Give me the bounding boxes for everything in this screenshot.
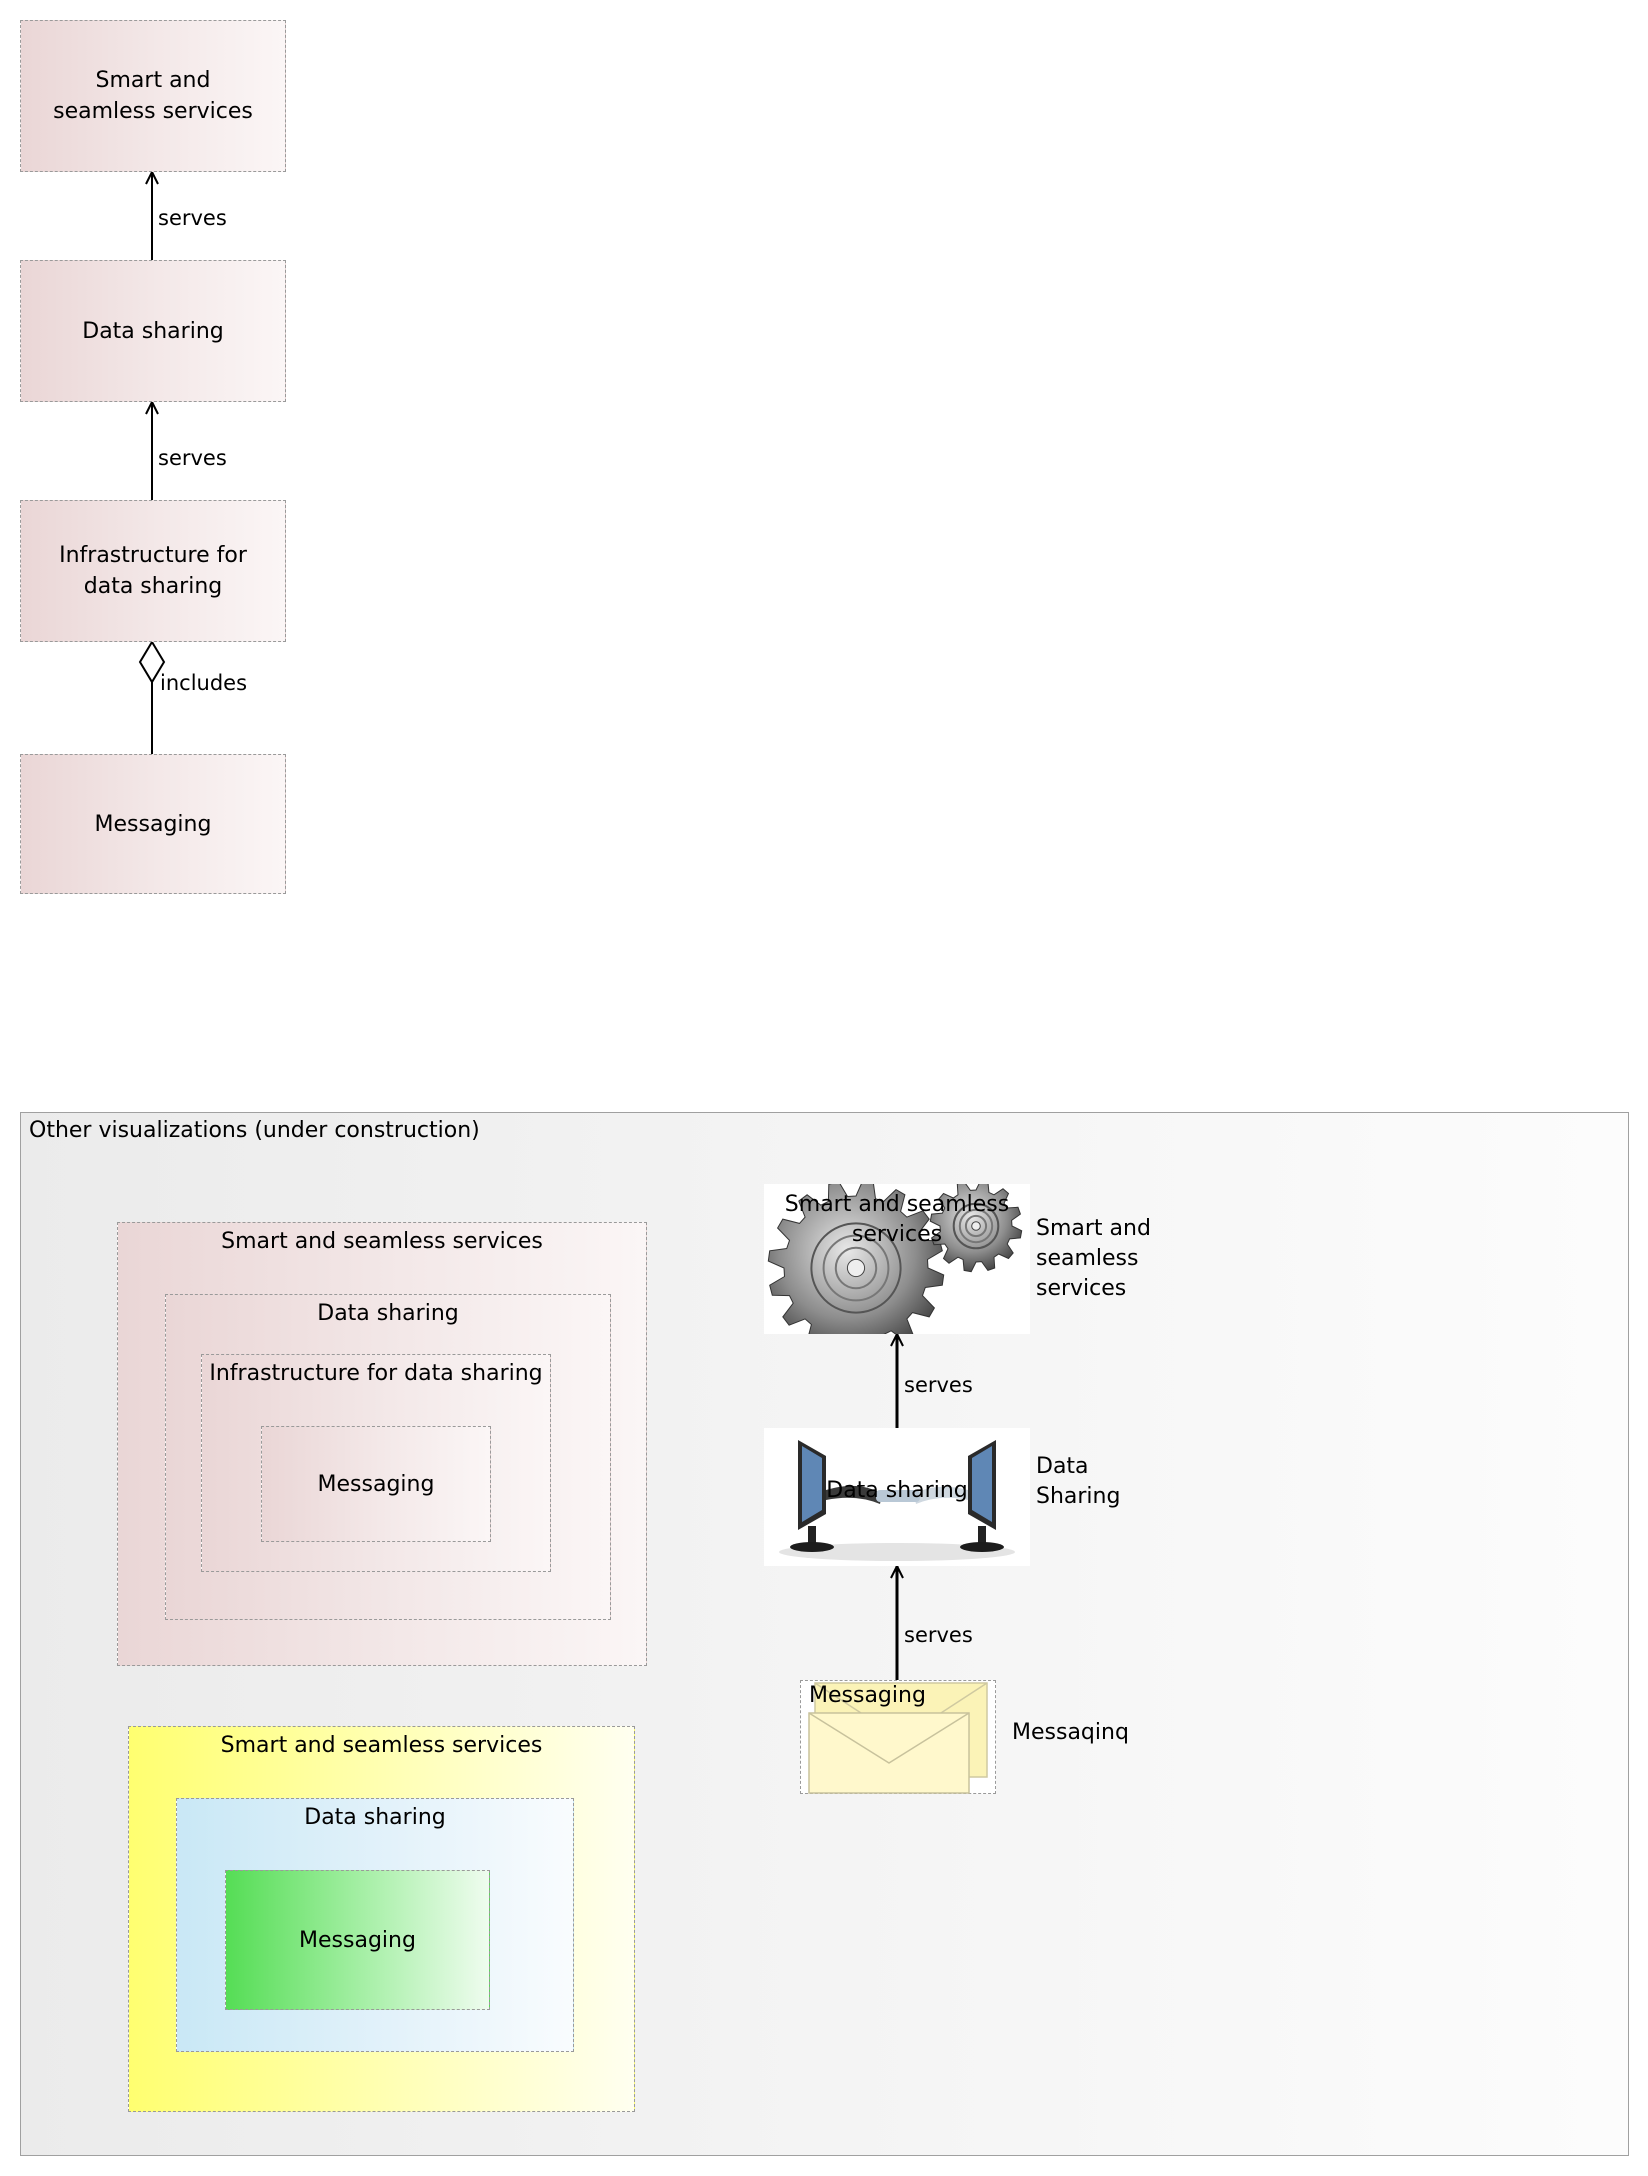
computers-side-label: Data Sharing xyxy=(1036,1454,1121,1509)
data-sharing-label: Data sharing xyxy=(82,318,224,344)
group-title: Other visualizations (under construction… xyxy=(29,1118,480,1143)
computers-icon xyxy=(779,1440,1015,1561)
gears-label: Smart and seamless services xyxy=(784,1192,1010,1247)
nested-messaging[interactable]: Messaging xyxy=(261,1426,491,1542)
colored-data-sharing-label: Data sharing xyxy=(304,1805,446,1830)
envelope-image-element[interactable]: Messaging xyxy=(800,1680,996,1794)
data-sharing-element[interactable]: Data sharing xyxy=(20,260,286,402)
nested-data-sharing-label: Data sharing xyxy=(317,1301,459,1326)
nested-messaging-label: Messaging xyxy=(317,1471,435,1497)
includes-relation-label: includes xyxy=(160,671,248,695)
serves-relation-label: serves xyxy=(904,1373,973,1397)
envelope-side-label: Messaqinq xyxy=(1012,1720,1129,1745)
serves-relation-label: serves xyxy=(904,1623,973,1647)
smart-services-element[interactable]: Smart and seamless services xyxy=(20,20,286,172)
colored-messaging[interactable]: Messaging xyxy=(225,1870,490,2010)
computers-image-element[interactable]: Data sharing xyxy=(764,1428,1030,1566)
computers-label: Data sharing xyxy=(826,1478,968,1503)
messaging-element[interactable]: Messaging xyxy=(20,754,286,894)
colored-smart-services-label: Smart and seamless services xyxy=(220,1733,543,1758)
smart-services-label: Smart and seamless services xyxy=(53,68,253,124)
nested-infrastructure-label: Infrastructure for data sharing xyxy=(209,1361,543,1386)
gears-icon xyxy=(767,1184,1023,1334)
nested-smart-services-label: Smart and seamless services xyxy=(221,1229,543,1254)
serves-relation-label: serves xyxy=(158,206,227,230)
envelope-icon xyxy=(808,1682,988,1794)
colored-messaging-label: Messaging xyxy=(299,1927,416,1953)
gears-side-label: Smart and seamless services xyxy=(1036,1216,1151,1301)
envelope-label: Messaging xyxy=(809,1683,926,1708)
serves-relation-label: serves xyxy=(158,446,227,470)
gears-image-element[interactable]: Smart and seamless services xyxy=(764,1184,1030,1334)
infrastructure-label: Infrastructure for data sharing xyxy=(59,543,247,599)
messaging-label: Messaging xyxy=(94,811,212,837)
infrastructure-element[interactable]: Infrastructure for data sharing xyxy=(20,500,286,642)
